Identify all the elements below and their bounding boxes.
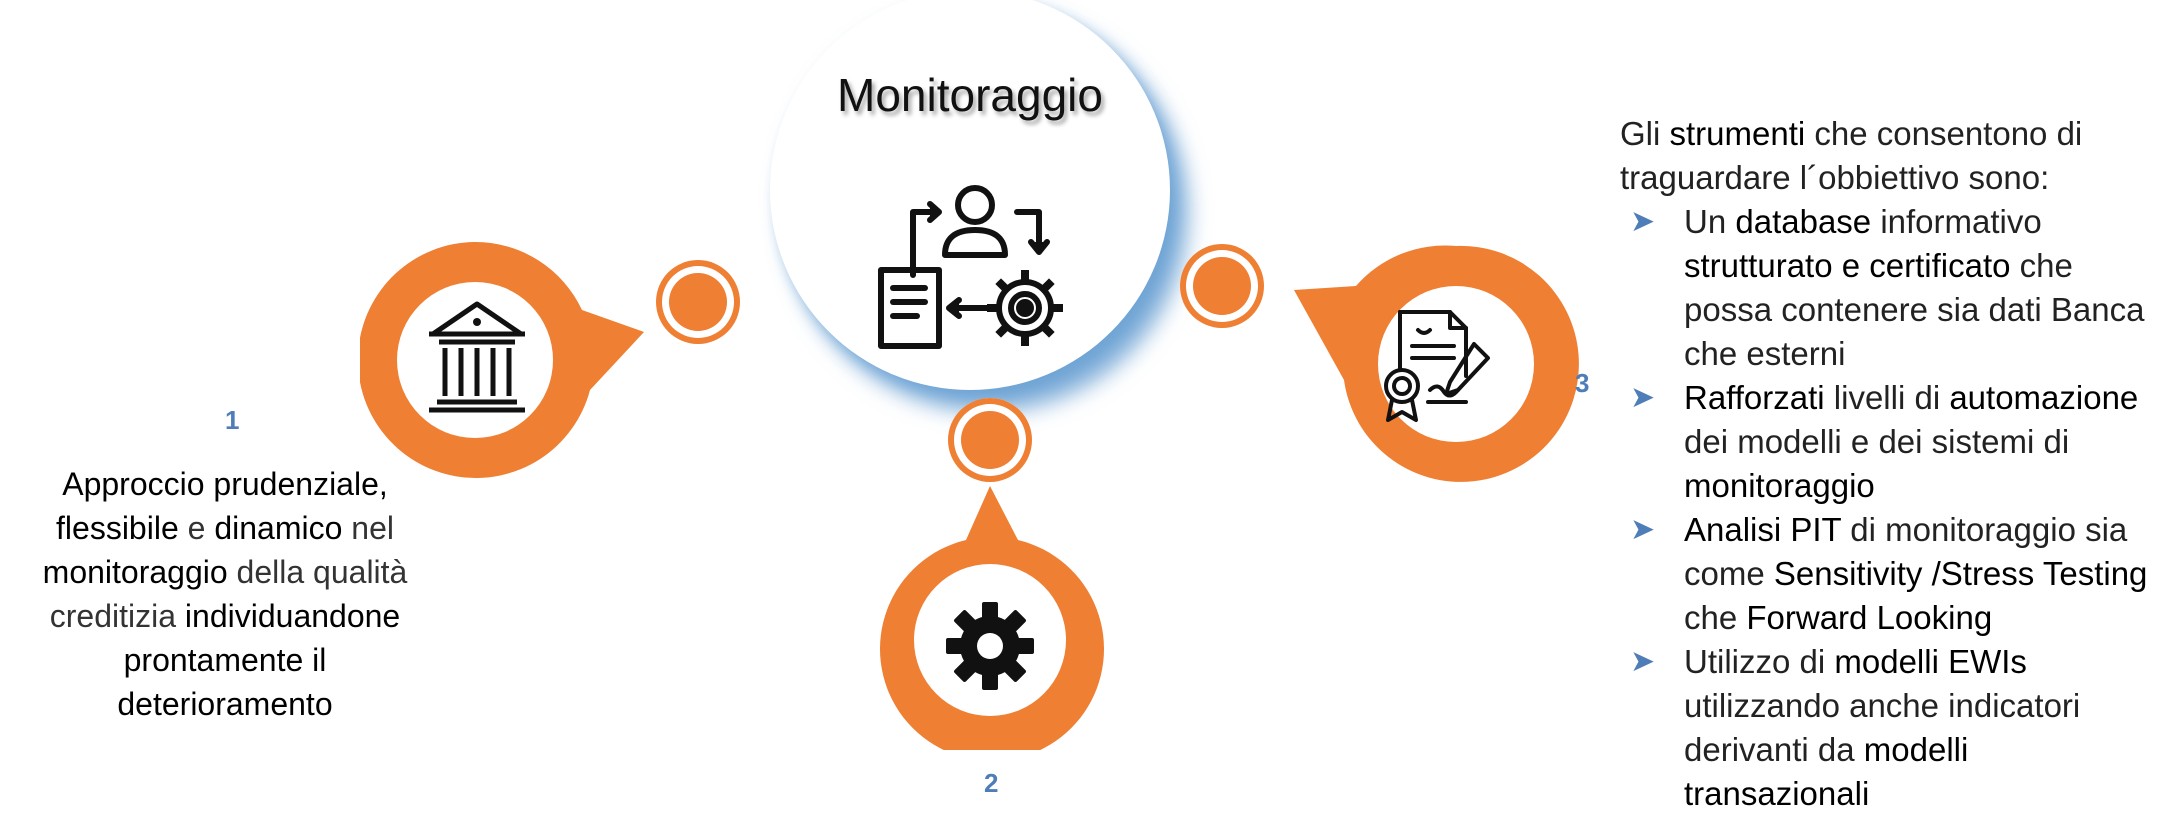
arrow-bullet-icon: ➤ <box>1630 513 1656 546</box>
left-line-2: flessibile e dinamico nel <box>56 510 394 546</box>
left-line-4: creditizia individuandone <box>49 598 401 634</box>
tools-panel: Gli strumenti che consentono di traguard… <box>1620 112 2160 816</box>
gear-icon <box>946 602 1034 690</box>
bank-icon <box>429 301 525 413</box>
arrow-bullet-icon: ➤ <box>1630 381 1656 414</box>
central-circle <box>770 0 1170 390</box>
step-2-number: 2 <box>984 768 999 798</box>
tools-intro: Gli strumenti che consentono di traguard… <box>1620 115 2083 196</box>
list-item: ➤ Analisi PIT di monitoraggio sia come S… <box>1620 508 2160 640</box>
step-3-dot <box>1180 244 1264 328</box>
left-line-6: deterioramento <box>117 686 333 722</box>
monitoring-workflow-icon <box>878 185 1063 349</box>
step-3-badge <box>1294 245 1579 482</box>
list-item: ➤ Un database informativo strutturato e … <box>1620 200 2160 376</box>
center-title: Monitoraggio <box>837 69 1103 121</box>
left-description: Approccio prudenziale, flessibile e dina… <box>0 462 450 726</box>
list-item: ➤ Utilizzo di modelli EWIs utilizzando a… <box>1620 640 2160 816</box>
left-line-1: Approccio prudenziale, <box>62 466 388 502</box>
tools-list: ➤ Un database informativo strutturato e … <box>1620 200 2160 816</box>
left-line-3: monitoraggio della qualità <box>42 554 408 590</box>
step-1-dot <box>656 260 740 344</box>
step-3-number: 3 <box>1575 368 1590 398</box>
arrow-bullet-icon: ➤ <box>1630 645 1656 678</box>
step-1-number: 1 <box>225 405 240 435</box>
step-2-dot <box>948 398 1032 482</box>
arrow-bullet-icon: ➤ <box>1630 205 1656 238</box>
certificate-contract-icon <box>1384 310 1490 422</box>
left-line-5: prontamente il <box>123 642 327 678</box>
list-item: ➤ Rafforzati livelli di automazione dei … <box>1620 376 2160 508</box>
